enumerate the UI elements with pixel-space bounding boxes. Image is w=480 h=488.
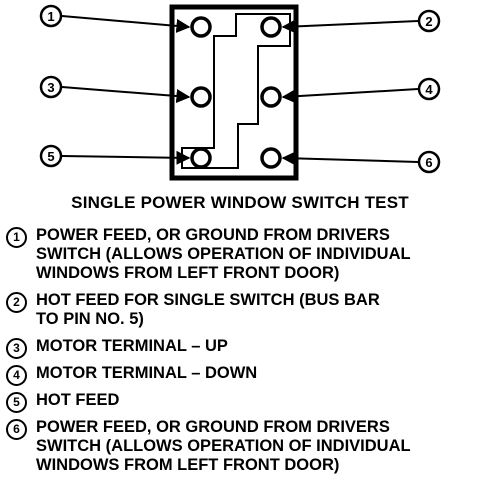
legend-text-line: SWITCH (ALLOWS OPERATION OF INDIVIDUAL: [36, 437, 411, 455]
legend-item-2: 2 HOT FEED FOR SINGLE SWITCH (BUS BAR TO…: [6, 291, 476, 329]
leader-arrow-3: [61, 86, 191, 103]
legend-number-badge: 5: [6, 392, 27, 413]
legend-list: 1 POWER FEED, OR GROUND FROM DRIVERS SWI…: [6, 226, 476, 483]
legend-text-line: POWER FEED, OR GROUND FROM DRIVERS: [36, 418, 390, 436]
legend-text-line: HOT FEED: [36, 391, 120, 409]
legend-item-6: 6 POWER FEED, OR GROUND FROM DRIVERS SWI…: [6, 418, 476, 475]
pin-2: [260, 16, 282, 38]
pin-5: [190, 147, 212, 169]
pin-1: [190, 16, 212, 38]
switch-housing: [169, 4, 299, 181]
legend-number-badge: 6: [6, 419, 27, 440]
callout-2-label: 2: [425, 14, 432, 29]
switch-diagram: 1 2 3 4 5 6: [39, 4, 441, 181]
bus-bar: [181, 13, 291, 169]
callout-1: 1: [39, 4, 63, 28]
legend-item-1: 1 POWER FEED, OR GROUND FROM DRIVERS SWI…: [6, 226, 476, 283]
leader-arrow-5: [61, 150, 191, 165]
legend-text-line: TO PIN NO. 5): [36, 310, 144, 328]
callout-5-label: 5: [47, 149, 54, 164]
legend-item-3: 3 MOTOR TERMINAL – UP: [6, 337, 476, 359]
legend-text-line: POWER FEED, OR GROUND FROM DRIVERS: [36, 226, 390, 244]
leader-arrow-4: [281, 88, 419, 104]
legend-item-4: 4 MOTOR TERMINAL – DOWN: [6, 364, 476, 386]
callout-2: 2: [417, 9, 441, 33]
leader-arrow-2: [281, 19, 419, 34]
pin-6: [260, 147, 282, 169]
leader-arrow-6: [281, 151, 419, 166]
legend-text-line: SWITCH (ALLOWS OPERATION OF INDIVIDUAL: [36, 245, 411, 263]
leader-arrow-1: [61, 15, 191, 33]
legend-text-line: WINDOWS FROM LEFT FRONT DOOR): [36, 264, 340, 282]
diagram-title: SINGLE POWER WINDOW SWITCH TEST: [71, 193, 409, 212]
callout-5: 5: [39, 144, 63, 168]
callout-6-label: 6: [425, 155, 432, 170]
callout-4-label: 4: [425, 82, 433, 97]
legend-number-badge: 3: [6, 338, 27, 359]
callout-6: 6: [417, 150, 441, 174]
pin-3: [190, 86, 212, 108]
legend-text-line: WINDOWS FROM LEFT FRONT DOOR): [36, 456, 340, 474]
legend-number-badge: 4: [6, 365, 27, 386]
legend-number-badge: 2: [6, 292, 27, 313]
legend-text-line: MOTOR TERMINAL – DOWN: [36, 364, 258, 382]
callout-1-label: 1: [47, 9, 54, 24]
legend-item-5: 5 HOT FEED: [6, 391, 476, 413]
legend-text-line: HOT FEED FOR SINGLE SWITCH (BUS BAR: [36, 291, 380, 309]
callout-3-label: 3: [47, 80, 54, 95]
legend-text-line: MOTOR TERMINAL – UP: [36, 337, 228, 355]
pin-4: [260, 86, 282, 108]
callout-4: 4: [417, 77, 441, 101]
callout-3: 3: [39, 75, 63, 99]
legend-number-badge: 1: [6, 227, 27, 248]
